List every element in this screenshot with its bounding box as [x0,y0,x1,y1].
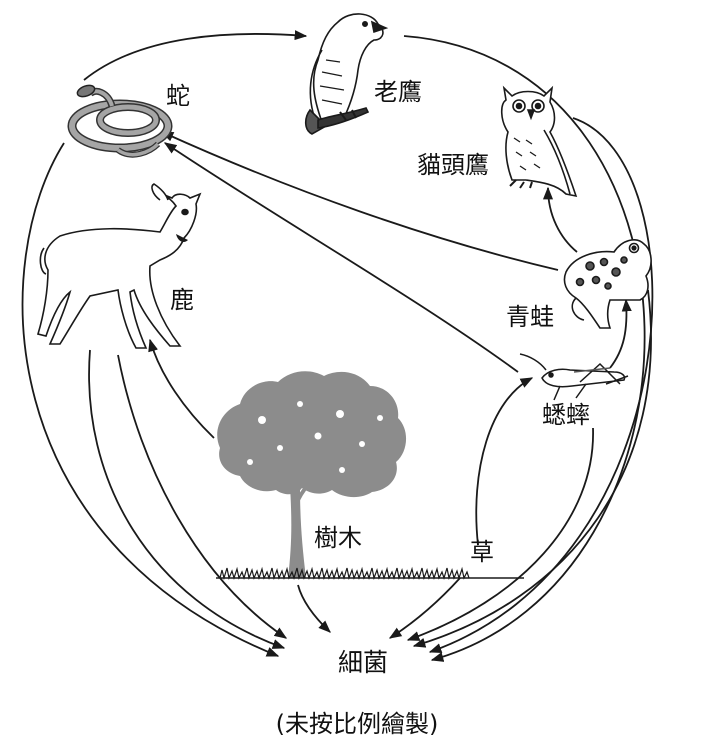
arrow-tree-to-deer [148,338,215,439]
arrow-frog-to-bacteria [412,289,652,648]
eagle-label: 老鷹 [374,78,422,106]
snake-icon [67,84,173,158]
arrow-deer-to-bacteria-1 [88,349,286,649]
frog-icon [563,239,652,329]
grass-label: 草 [470,538,494,566]
caption: (未按比例繪製) [275,710,439,738]
arrow-owl-to-bacteria [428,117,654,653]
tree-label: 樹木 [314,524,362,552]
arrow-deer-to-bacteria-2 [117,354,288,639]
arrow-eagle-to-bacteria [403,35,646,662]
frog-label: 青蛙 [506,303,554,331]
grasshopper-icon [519,353,629,401]
bacteria-label: 細菌 [338,648,389,677]
arrow-snake-to-bacteria [21,142,280,657]
owl-label: 貓頭鷹 [417,151,489,179]
grass-icon [216,566,524,581]
deer-icon [36,183,202,349]
arrow-grasshopper-to-bacteria [406,427,594,641]
tree-icon [217,371,407,578]
arrow-grass-to-bacteria [388,577,461,639]
owl-icon [500,85,578,198]
arrow-grasshopper-to-frog [609,298,632,369]
arrow-snake-to-eagle [83,30,308,81]
snake-label: 蛇 [166,82,190,110]
arrow-grasshopper-to-snake [163,142,519,373]
arrow-frog-to-snake [160,131,559,271]
arrow-grass-to-grasshopper [475,377,534,546]
grasshopper-label: 蟋蟀 [542,401,590,429]
deer-label: 鹿 [170,286,194,314]
eagle-icon [304,13,389,135]
arrow-tree-to-bacteria [297,584,331,633]
arrow-frog-to-owl [542,186,578,253]
